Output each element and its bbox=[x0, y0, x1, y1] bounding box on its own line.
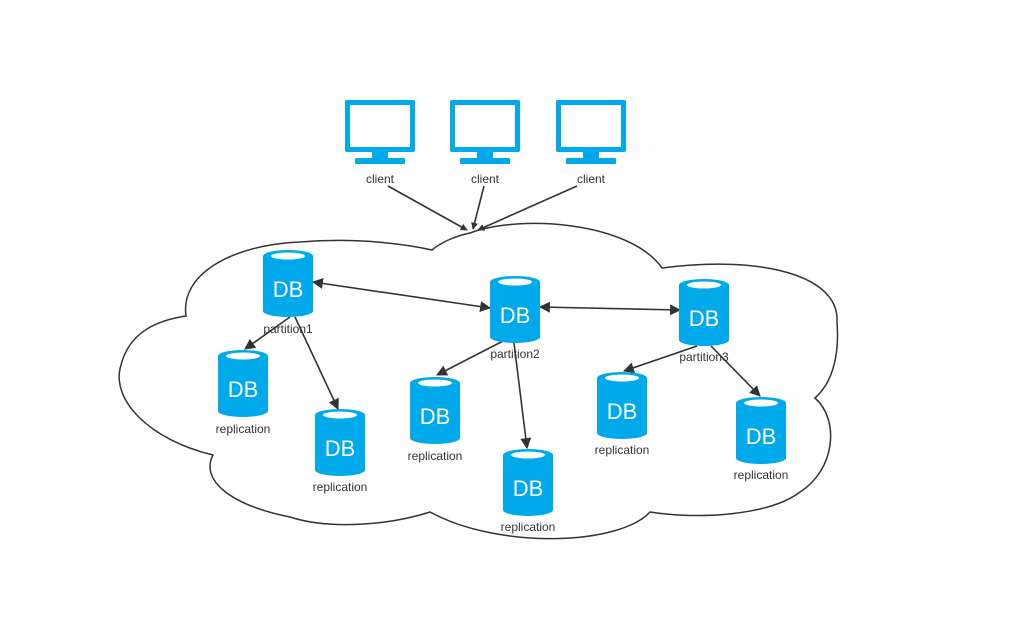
client-node: client bbox=[450, 100, 520, 186]
client-node: client bbox=[556, 100, 626, 186]
replication-label: replication bbox=[313, 480, 368, 494]
arrow-client1-to-cloud bbox=[387, 185, 468, 231]
partition-label: partition1 bbox=[263, 322, 313, 336]
replication-node: DB replication bbox=[595, 372, 650, 457]
arrow-partition1-partition2 bbox=[311, 277, 492, 313]
svg-text:DB: DB bbox=[420, 404, 451, 429]
database-icon bbox=[218, 350, 268, 417]
connectors bbox=[244, 185, 761, 450]
arrow-client3-to-cloud bbox=[477, 185, 578, 231]
database-icon bbox=[736, 397, 786, 464]
svg-text:DB: DB bbox=[513, 476, 544, 501]
replication-label: replication bbox=[595, 443, 650, 457]
partition-node: DB partition2 bbox=[490, 276, 540, 361]
client-label: client bbox=[366, 172, 395, 186]
svg-text:DB: DB bbox=[607, 399, 638, 424]
arrow-partition2-partition3 bbox=[538, 301, 682, 316]
database-icon bbox=[263, 250, 313, 317]
svg-text:DB: DB bbox=[228, 377, 259, 402]
client-label: client bbox=[577, 172, 606, 186]
replication-label: replication bbox=[734, 468, 789, 482]
replication-node: DB replication bbox=[734, 397, 789, 482]
svg-text:DB: DB bbox=[500, 303, 531, 328]
svg-text:DB: DB bbox=[746, 424, 777, 449]
arrow-partition3-replication5 bbox=[622, 345, 698, 373]
database-icon bbox=[679, 279, 729, 346]
arrow-partition2-replication3 bbox=[436, 339, 506, 376]
partition-node: DB partition1 bbox=[263, 250, 313, 336]
partition-label: partition2 bbox=[490, 347, 540, 361]
partition-label: partition3 bbox=[679, 350, 729, 364]
arrow-client2-to-cloud bbox=[471, 185, 485, 230]
database-icon bbox=[490, 276, 540, 343]
database-icon bbox=[503, 449, 553, 516]
replication-label: replication bbox=[408, 449, 463, 463]
replication-label: replication bbox=[501, 520, 556, 534]
replication-node: DB replication bbox=[216, 350, 271, 436]
replication-node: DB replication bbox=[313, 409, 368, 494]
replication-label: replication bbox=[216, 422, 271, 436]
arrow-partition2-replication4 bbox=[513, 342, 532, 450]
partition-node: DB partition3 bbox=[679, 279, 729, 364]
svg-text:DB: DB bbox=[689, 306, 720, 331]
client-label: client bbox=[471, 172, 500, 186]
replication-node: DB replication bbox=[501, 449, 556, 534]
arrow-partition1-replication1 bbox=[244, 316, 291, 350]
svg-text:DB: DB bbox=[325, 436, 356, 461]
arrow-partition3-replication6 bbox=[710, 345, 761, 397]
database-icon bbox=[410, 377, 460, 444]
svg-text:DB: DB bbox=[273, 277, 304, 302]
arrow-partition1-replication2 bbox=[294, 316, 339, 410]
client-node: client bbox=[345, 100, 415, 186]
replication-node: DB replication bbox=[408, 377, 463, 463]
database-icon bbox=[315, 409, 365, 476]
database-icon bbox=[597, 372, 647, 439]
